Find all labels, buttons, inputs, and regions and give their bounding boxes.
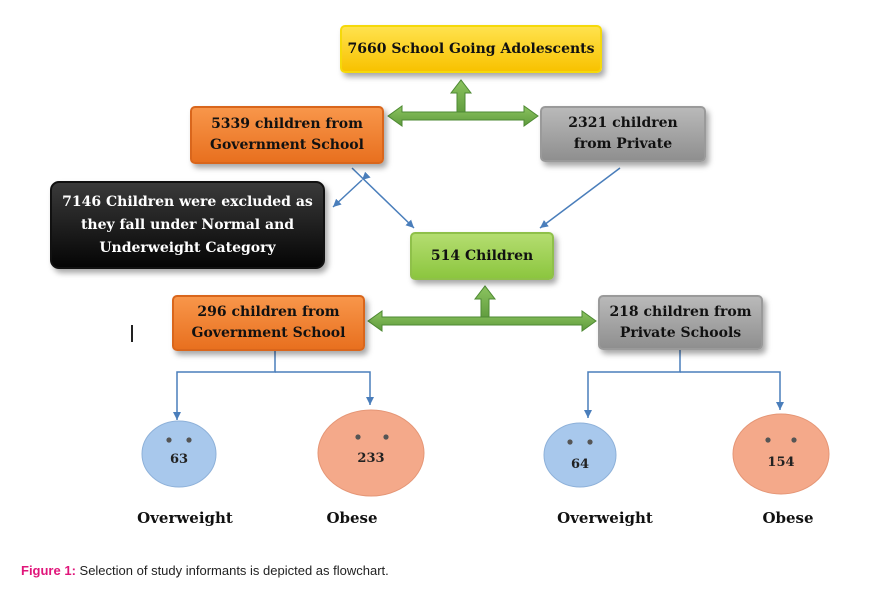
leaf-value-3: 64: [570, 457, 590, 472]
leaf-value-2: 233: [357, 451, 385, 466]
arrow-private-to-selected: [539, 167, 621, 229]
node-excluded-line1: 7146 Children were excluded as: [62, 193, 313, 210]
node-gov-all: 5339 children from Government School: [190, 106, 384, 164]
node-gov-selected: 296 children from Government School: [172, 295, 365, 351]
tree-left-branch: [275, 371, 374, 405]
node-private-all-line2: from Private: [573, 136, 673, 152]
figure-caption-text: Selection of study informants is depicte…: [75, 563, 389, 578]
node-gov-all-line2: Government School: [210, 137, 364, 153]
leaf-circle-1: [141, 420, 217, 488]
node-excluded: 7146 Children were excluded as they fall…: [50, 181, 325, 269]
green-double-arrow-middle: [367, 310, 597, 332]
leaf-label-1: Overweight: [137, 509, 233, 527]
leaf-label-4: Obese: [762, 509, 814, 527]
leaf-circle-3: [543, 422, 617, 488]
green-up-arrow-middle: [473, 285, 497, 321]
arrow-gov-to-selected: [351, 167, 415, 229]
node-total: 7660 School Going Adolescents: [340, 25, 602, 73]
arrow-gov-to-excluded: [332, 171, 371, 208]
tree-left: [173, 350, 276, 420]
node-private-selected: 218 children from Private Schools: [598, 295, 763, 350]
node-selected: 514 Children: [410, 232, 554, 280]
node-private-all: 2321 children from Private: [540, 106, 706, 162]
leaf-circle-2: [317, 409, 425, 497]
node-gov-selected-line2: Government School: [191, 325, 346, 341]
node-gov-selected-line1: 296 children from: [197, 304, 340, 320]
leaf-label-2: Obese: [326, 509, 378, 527]
text-cursor-mark: [131, 325, 133, 342]
node-excluded-line3: Underweight Category: [99, 239, 276, 256]
node-gov-all-line1: 5339 children from: [211, 116, 363, 132]
tree-right: [584, 350, 681, 418]
tree-right-branch: [680, 371, 784, 410]
node-total-text: 7660 School Going Adolescents: [347, 40, 595, 57]
node-excluded-line2: they fall under Normal and: [80, 216, 295, 233]
green-double-arrow-top: [387, 105, 539, 127]
node-selected-text: 514 Children: [430, 247, 534, 264]
leaf-circle-4: [732, 413, 830, 495]
green-up-arrow-top: [449, 79, 473, 116]
leaf-value-1: 63: [169, 452, 189, 467]
leaf-value-4: 154: [767, 455, 795, 470]
node-private-selected-line1: 218 children from: [609, 303, 752, 320]
leaf-label-3: Overweight: [557, 509, 653, 527]
figure-caption-label: Figure 1:: [21, 563, 76, 578]
figure-caption: Figure 1: Selection of study informants …: [21, 563, 389, 578]
node-private-all-line1: 2321 children: [568, 115, 678, 131]
node-private-selected-line2: Private Schools: [619, 324, 742, 341]
